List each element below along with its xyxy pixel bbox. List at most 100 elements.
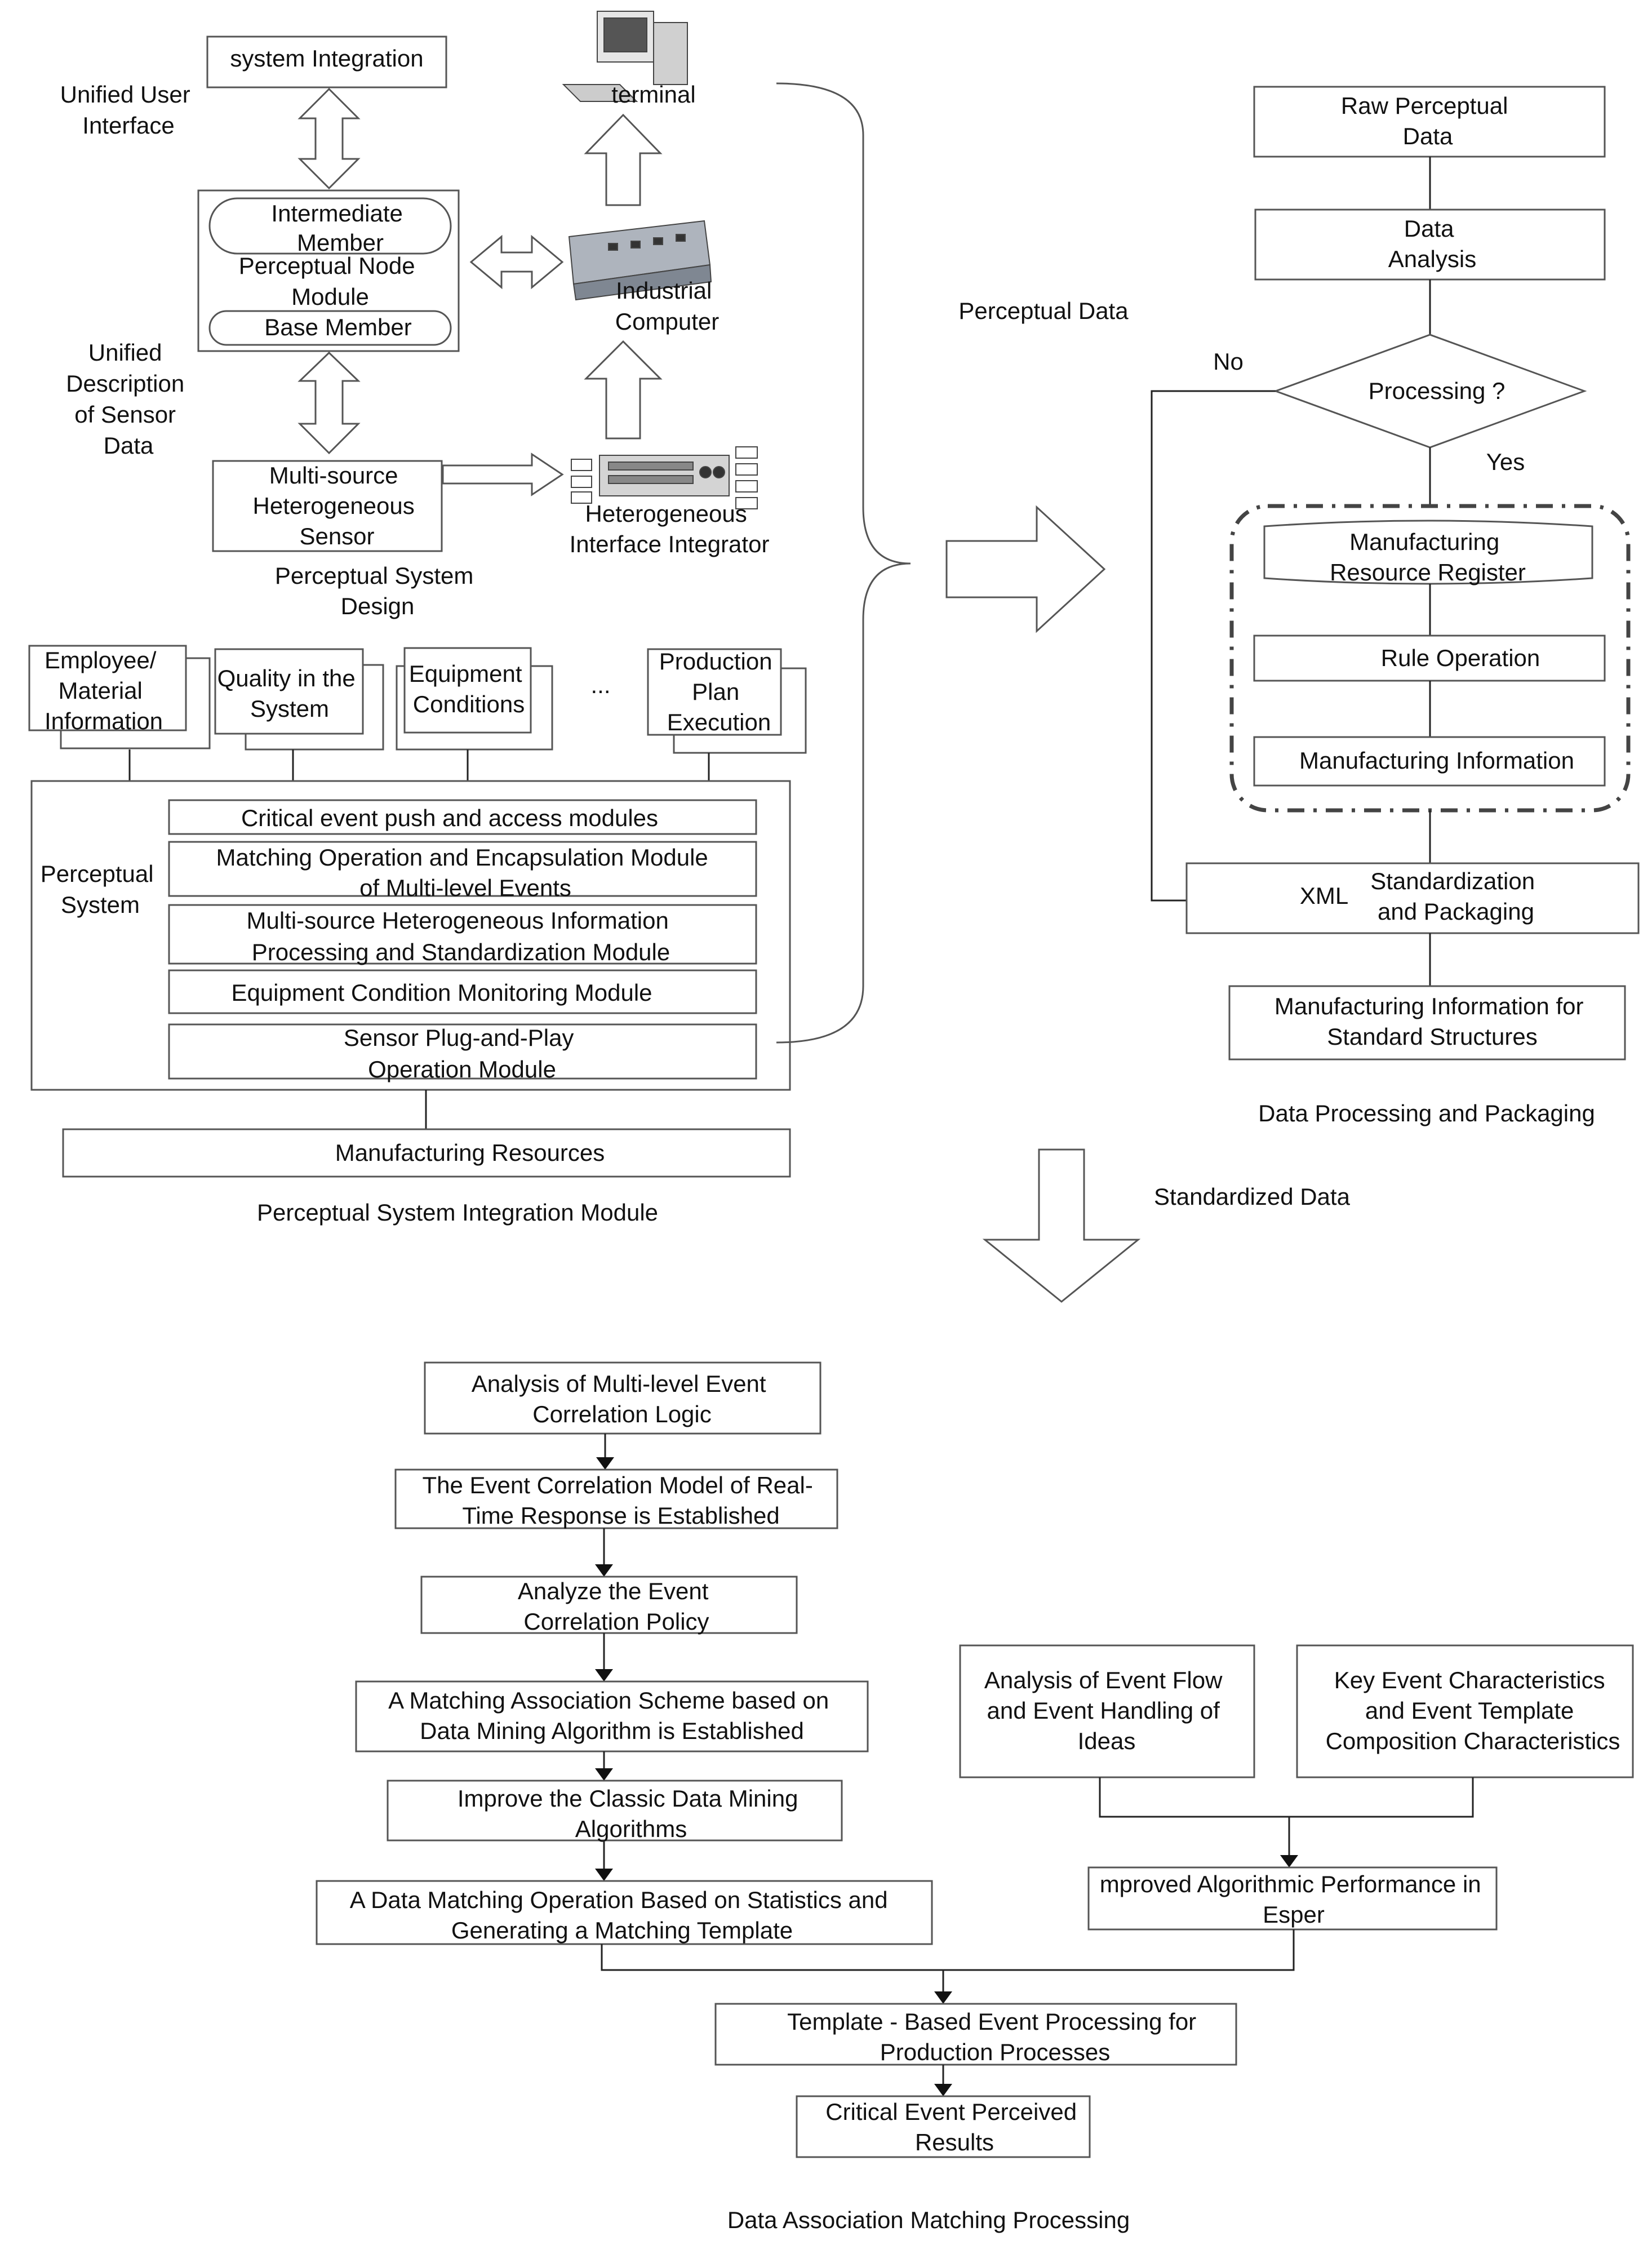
rule-operation-box xyxy=(1253,635,1606,682)
step-matching-scheme xyxy=(355,1680,869,1752)
system-integration-box xyxy=(206,36,447,88)
right-arrow-sensor-integrator xyxy=(442,452,564,496)
unified-user-interface-label: Unified User Interface xyxy=(60,81,197,139)
step-matching-template xyxy=(316,1880,933,1945)
perceptual-system-design-caption: Perceptual System Design xyxy=(275,562,480,619)
industrial-computer-label: Industrial Computer xyxy=(615,277,719,335)
arrowhead-s1-s2 xyxy=(596,1457,614,1470)
resource-register-store xyxy=(1263,520,1593,585)
industrial-computer-icon xyxy=(568,220,712,301)
manufacturing-resources-box xyxy=(62,1128,791,1178)
xml-label: XML xyxy=(1300,882,1348,909)
module-sensor-plug-and-play xyxy=(168,1023,757,1080)
intermediate-member-box xyxy=(208,197,452,255)
step-matching-scheme-label: A Matching Association Scheme based on D… xyxy=(388,1687,836,1744)
double-arrow-node-sensor xyxy=(297,351,361,455)
arrowhead-merge-template xyxy=(934,1991,952,2004)
raw-data-box xyxy=(1253,86,1606,158)
standardization-label: Standardization and Packaging xyxy=(1370,868,1542,925)
module-equipment-monitoring xyxy=(168,969,757,1014)
double-arrow-node-computer xyxy=(469,234,564,290)
module-equipment-monitoring-label: Equipment Condition Monitoring Module xyxy=(231,979,652,1006)
equipment-conditions-label: Equipment Conditions xyxy=(409,660,529,717)
system-integration-label: system Integration xyxy=(230,45,423,72)
production-plan-box xyxy=(647,648,782,736)
step-correlation-policy-label: Analyze the Event Correlation Policy xyxy=(518,1578,715,1635)
equipment-conditions-box xyxy=(403,647,532,734)
integration-module: Employee/ Material Information Quality i… xyxy=(28,645,807,1226)
standard-structures-label: Manufacturing Information for Standard S… xyxy=(1274,993,1590,1050)
base-member-box xyxy=(208,310,452,346)
interface-integrator-icon xyxy=(571,446,758,509)
standard-structures-box xyxy=(1228,985,1626,1061)
module-critical-event-label: Critical event push and access modules xyxy=(241,805,658,831)
resource-register-label: Manufacturing Resource Register xyxy=(1330,529,1526,585)
employee-info-label: Employee/ Material Information xyxy=(45,647,163,734)
heterogeneous-integrator-label: Heterogeneous Interface Integrator xyxy=(570,500,770,557)
event-flow-box xyxy=(959,1644,1255,1778)
multi-source-sensor-label: Multi-source Heterogeneous Sensor xyxy=(253,462,421,549)
terminal-label: terminal xyxy=(611,81,695,108)
down-arrow-standardized xyxy=(982,1148,1141,1303)
step-correlation-model xyxy=(394,1468,838,1529)
data-processing-caption: Data Processing and Packaging xyxy=(1258,1100,1595,1126)
step-improve-algorithms-label: Improve the Classic Data Mining Algorith… xyxy=(458,1785,805,1842)
xml-standardization-box xyxy=(1185,862,1640,934)
template-processing-box xyxy=(714,2003,1237,2066)
critical-results-label: Critical Event Perceived Results xyxy=(825,2098,1083,2155)
step-correlation-logic-label: Analysis of Multi-level Event Correlatio… xyxy=(472,1370,773,1427)
arrowhead-template-results xyxy=(934,2084,952,2096)
merge-to-template-line xyxy=(601,1929,1295,1971)
critical-results-box xyxy=(796,2095,1091,2158)
step-correlation-model-label: The Event Correlation Model of Real- Tim… xyxy=(423,1472,820,1529)
merge-branch-line xyxy=(1099,1777,1474,1818)
manufacturing-information-label: Manufacturing Information xyxy=(1299,747,1574,774)
up-arrow-computer-terminal xyxy=(584,113,663,206)
matching-caption: Data Association Matching Processing xyxy=(727,2207,1130,2233)
esper-label: mproved Algorithmic Performance in Esper xyxy=(1100,1871,1488,1928)
manufacturing-information-box xyxy=(1253,736,1606,787)
perceptual-data-brace xyxy=(776,82,911,1044)
employee-info-box xyxy=(28,645,187,731)
no-label: No xyxy=(1213,348,1244,375)
intermediate-member-label: Intermediate Member xyxy=(271,200,409,256)
computer-terminal-icon xyxy=(562,11,688,102)
yes-label: Yes xyxy=(1486,449,1525,475)
module-matching-operation-label: Matching Operation and Encapsulation Mod… xyxy=(216,844,715,901)
perceptual-system-label: Perceptual System xyxy=(41,860,160,918)
perceptual-node-module-label: Perceptual Node Module xyxy=(239,252,422,310)
right-arrow-to-processing xyxy=(945,505,1106,633)
arrowhead-s5-s6 xyxy=(595,1869,613,1881)
step-improve-algorithms xyxy=(387,1780,843,1842)
key-event-label: Key Event Characteristics and Event Temp… xyxy=(1326,1667,1620,1754)
unified-description-label: Unified Description of Sensor Data xyxy=(66,339,191,459)
arrowhead-s2-s3 xyxy=(595,1564,613,1577)
arrowhead-s3-s4 xyxy=(595,1669,613,1681)
data-processing-flow: Raw Perceptual Data Data Analysis Proces… xyxy=(1151,86,1640,1126)
up-arrow-integrator-computer xyxy=(584,340,663,440)
double-arrow-integration-node xyxy=(297,87,361,190)
module-matching-operation xyxy=(168,841,757,897)
base-member-label: Base Member xyxy=(264,314,411,340)
template-processing-label: Template - Based Event Processing for Pr… xyxy=(787,2008,1203,2065)
step-correlation-policy xyxy=(420,1576,798,1634)
event-flow-label: Analysis of Event Flow and Event Handlin… xyxy=(984,1667,1229,1754)
processing-decision-label: Processing ? xyxy=(1369,378,1506,404)
perceptual-system-design: system Integration Unified User Interfac… xyxy=(60,11,770,619)
no-branch-line xyxy=(1151,390,1276,902)
esper-box xyxy=(1087,1866,1498,1931)
multi-source-sensor-box xyxy=(212,460,443,552)
data-analysis-label: Data Analysis xyxy=(1388,215,1476,272)
quality-info-label: Quality in the System xyxy=(217,665,362,722)
quality-info-box xyxy=(214,648,364,735)
rule-operation-label: Rule Operation xyxy=(1381,645,1540,671)
manufacturing-resources-label: Manufacturing Resources xyxy=(335,1139,605,1166)
arrowhead-merge-esper xyxy=(1280,1855,1298,1867)
module-heterogeneous-processing xyxy=(168,904,757,965)
perceptual-data-label: Perceptual Data xyxy=(958,298,1129,324)
standardized-data-label: Standardized Data xyxy=(1154,1183,1351,1210)
step-matching-template-label: A Data Matching Operation Based on Stati… xyxy=(350,1887,895,1944)
key-event-box xyxy=(1296,1644,1634,1778)
step-correlation-logic xyxy=(424,1361,821,1435)
